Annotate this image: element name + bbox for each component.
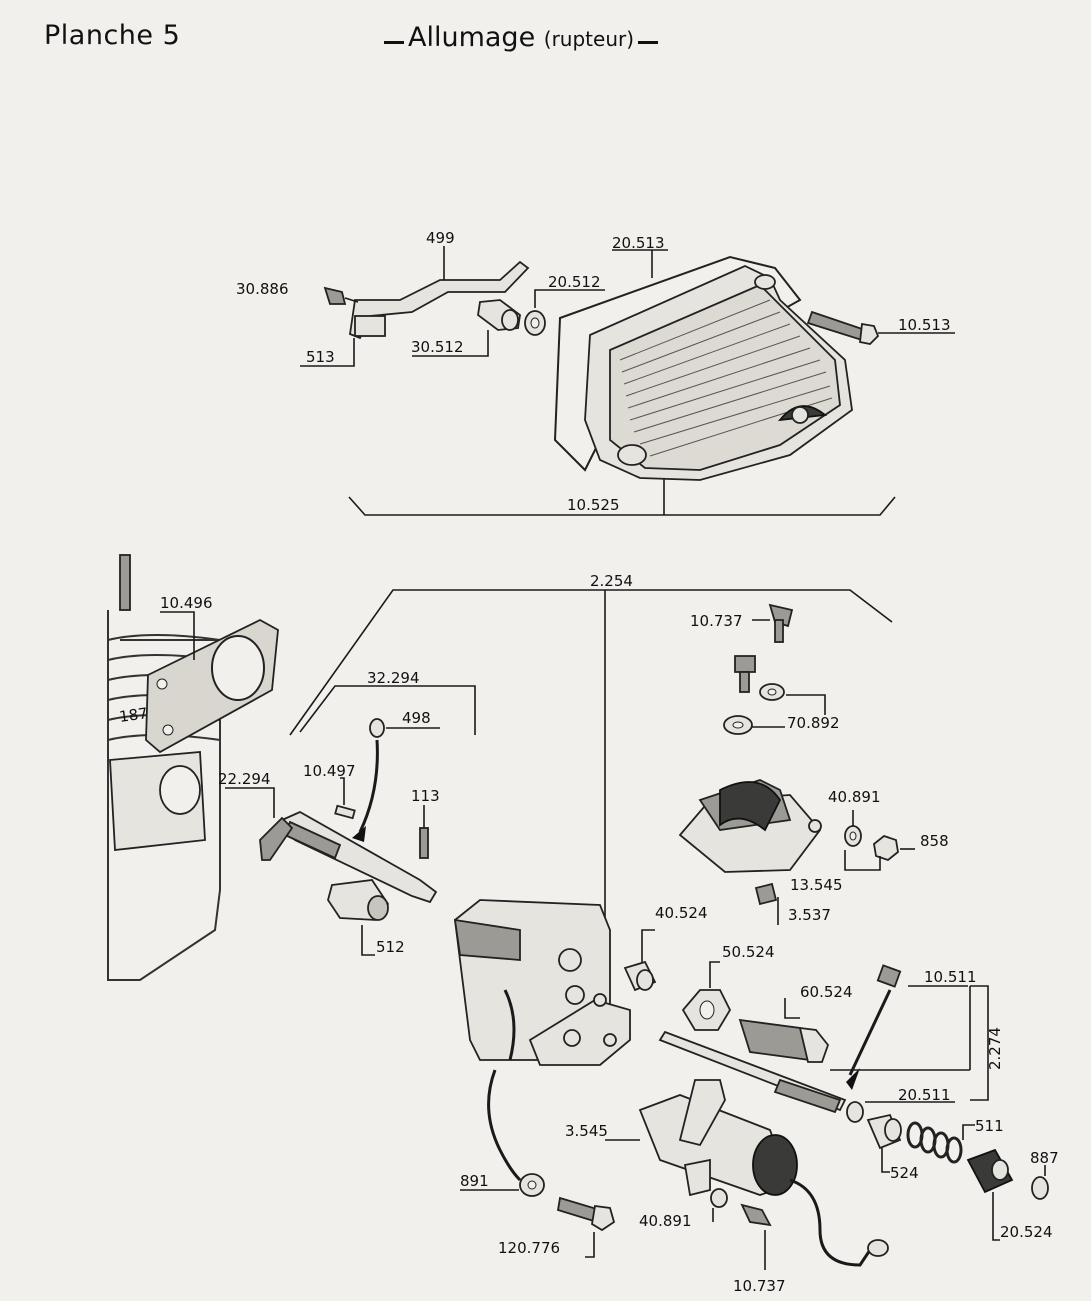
label-113: 113 [411,787,440,805]
part-labels: 499 30.886 513 30.512 20.512 20.513 10.5… [160,229,1059,1295]
label-32294: 32.294 [367,669,420,687]
screw-10511 [848,989,892,1076]
label-120776: 120.776 [498,1239,560,1257]
bracket-10525 [348,496,896,516]
label-70892: 70.892 [787,714,840,732]
label-858: 858 [920,832,949,850]
drive-shaft-group [225,685,476,956]
label-10513: 10.513 [898,316,951,334]
plate-499 [349,260,530,340]
label-40891-bottom: 40.891 [639,1212,692,1230]
label-3537: 3.537 [788,906,831,924]
washer-40891-bottom [710,1188,728,1208]
label-40891-top: 40.891 [828,788,881,806]
engine-block-group: 187 [107,554,279,981]
label-498: 498 [402,709,431,727]
lever-22294 [259,816,294,861]
label-50524: 50.524 [722,943,775,961]
spring-511 [906,1121,963,1164]
screw-3537 [754,882,778,906]
label-40524: 40.524 [655,904,708,922]
label-20512: 20.512 [548,273,601,291]
label-13545: 13.545 [790,876,843,894]
title-dash-right [638,41,659,44]
label-10525: 10.525 [567,496,620,514]
title-sub: (rupteur) [543,27,635,51]
label-10497: 10.497 [303,762,356,780]
plate-title: Allumage (rupteur) [380,22,662,53]
sleeve-60524 [738,1018,812,1062]
label-3545: 3.545 [565,1122,608,1140]
screw-30886 [323,286,347,305]
pin-113 [419,827,429,859]
label-511: 511 [975,1117,1004,1135]
label-20513: 20.513 [612,234,665,252]
label-60524: 60.524 [800,983,853,1001]
label-20524: 20.524 [1000,1223,1053,1241]
nut-858 [873,834,899,862]
label-499: 499 [426,229,455,247]
label-10496: 10.496 [160,594,213,612]
title-main: Allumage [408,22,536,53]
condenser-group [460,929,1049,1270]
label-891: 891 [460,1172,489,1190]
label-10737-top: 10.737 [690,612,743,630]
bracket-2254 [289,589,893,736]
label-10511: 10.511 [924,968,977,986]
label-524: 524 [890,1164,919,1182]
label-2274: 2.274 [986,1027,1004,1070]
title-dash-left [384,41,404,44]
label-887: 887 [1030,1149,1059,1167]
engine-casting-mark: 187 [118,704,149,726]
plate-number: Planche 5 [44,20,181,51]
label-30886: 30.886 [236,280,289,298]
label-30512: 30.512 [411,338,464,356]
pin-10497 [334,804,356,820]
label-512: 512 [376,938,405,956]
label-22294: 22.294 [218,770,271,788]
cover-assembly-group [300,246,955,516]
cap-20524 [966,1148,1014,1194]
label-20511: 20.511 [898,1086,951,1104]
label-10737-bottom: 10.737 [733,1277,786,1295]
clip-887 [1031,1176,1049,1200]
label-2254: 2.254 [590,572,633,590]
contact-plate-group [678,603,915,925]
circlip-20511 [846,1101,864,1123]
screw-10737-bottom [740,1203,772,1227]
ring-498 [369,718,385,738]
breaker-body-group [453,899,631,1182]
label-513: 513 [306,348,335,366]
